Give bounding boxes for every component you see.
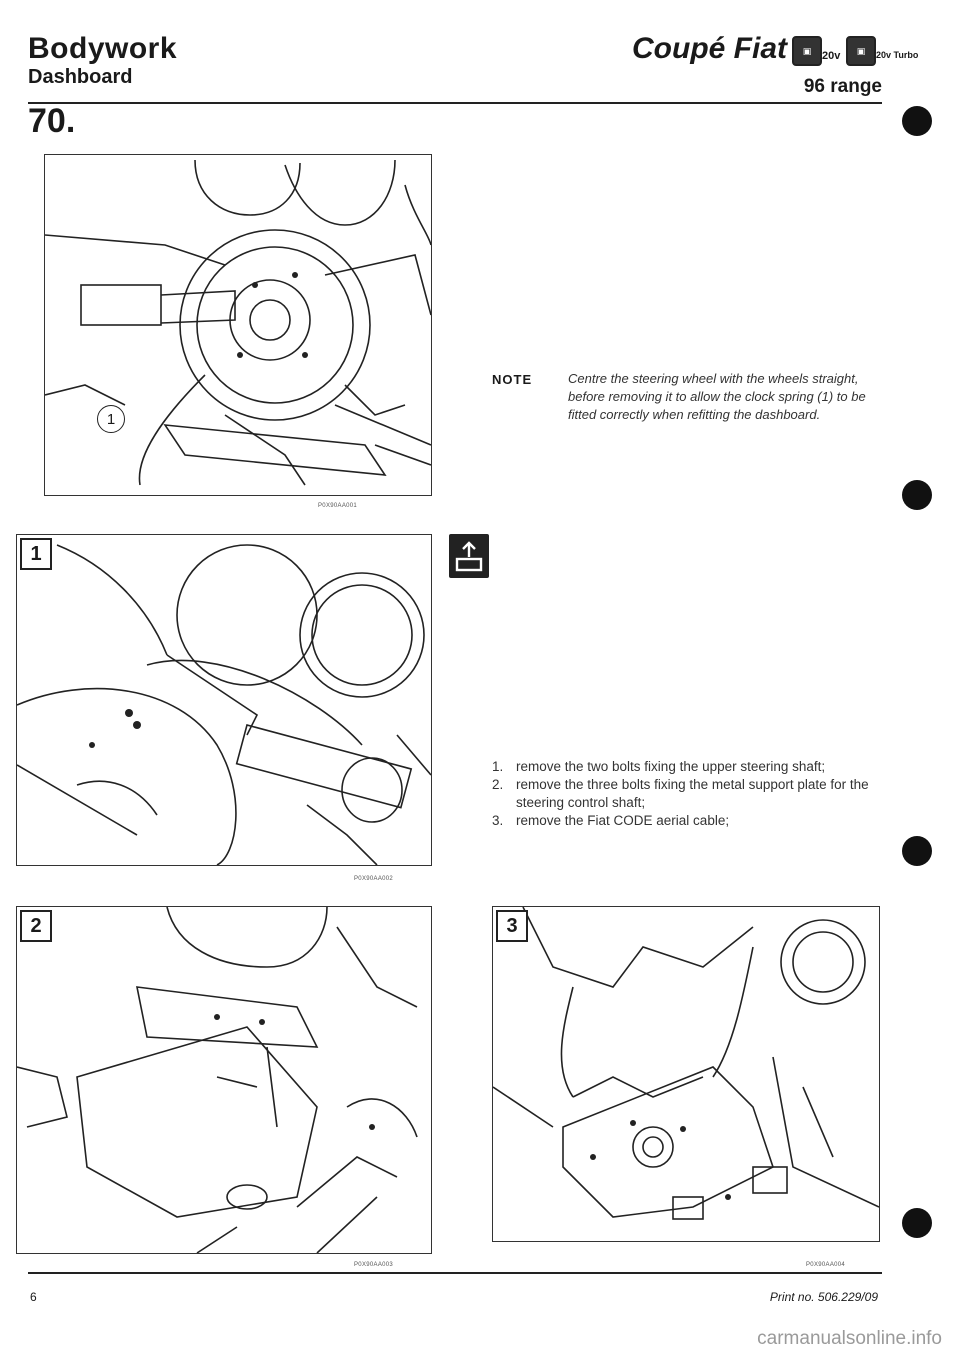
engine-badge-icon: ▣	[792, 36, 822, 66]
binder-hole	[902, 106, 932, 136]
engine-badge-label-1: 20v	[822, 50, 841, 62]
figure-code: P0X90AA002	[354, 876, 394, 882]
figure-number: 3	[496, 910, 528, 942]
note-text: Centre the steering wheel with the wheel…	[568, 371, 866, 422]
step-number: 2.	[492, 777, 504, 792]
print-number: Print no. 506.229/09	[769, 1290, 878, 1304]
figure-number: 2	[20, 910, 52, 942]
page-number: 6	[30, 1290, 37, 1304]
step-item: 3. remove the Fiat CODE aerial cable;	[492, 812, 902, 830]
figure-code: P0X90AA001	[318, 503, 358, 509]
figure-code: P0X90AA004	[806, 1262, 846, 1268]
figure-code: P0X90AA003	[354, 1262, 394, 1268]
step-item: 1. remove the two bolts fixing the upper…	[492, 758, 902, 776]
step-text: remove the Fiat CODE aerial cable;	[516, 813, 730, 828]
refit-glyph	[455, 541, 483, 572]
engine-badge-icon: ▣	[846, 36, 876, 66]
figure-3: 3	[492, 906, 880, 1242]
footer-rule	[28, 1272, 882, 1274]
header-rule	[28, 102, 882, 104]
figure-main: 1	[44, 154, 432, 496]
model-range: 96 range	[803, 76, 882, 97]
binder-hole	[902, 836, 932, 866]
step-number: 1.	[492, 759, 504, 774]
section-number: 70.	[28, 102, 76, 140]
refit-icon	[449, 534, 489, 578]
steering-cover-illustration	[17, 544, 431, 865]
step-item: 2. remove the three bolts fixing the met…	[492, 776, 902, 812]
section-title: Bodywork	[28, 32, 178, 65]
steering-column-illustration	[45, 159, 431, 486]
step-text: remove the two bolts fixing the upper st…	[516, 759, 826, 774]
aerial-cable-illustration	[493, 907, 879, 1220]
figure-2: 2	[16, 906, 432, 1254]
step-text: remove the three bolts fixing the metal …	[516, 777, 869, 810]
binder-hole	[902, 480, 932, 510]
binder-hole	[902, 1208, 932, 1238]
note-label: NOTE	[492, 372, 533, 387]
procedure-steps: 1. remove the two bolts fixing the upper…	[492, 758, 902, 830]
subsection-title: Dashboard	[28, 66, 133, 88]
callout-bubble: 1	[97, 405, 125, 433]
watermark: carmanualsonline.info	[757, 1328, 942, 1349]
engine-badge-label-2: 20v Turbo	[876, 50, 919, 60]
step-number: 3.	[492, 813, 504, 828]
figure-number: 1	[20, 538, 52, 570]
figure-1: 1	[16, 534, 432, 866]
brand-title: Coupé Fiat	[632, 32, 787, 65]
steering-shaft-illustration	[17, 907, 418, 1253]
